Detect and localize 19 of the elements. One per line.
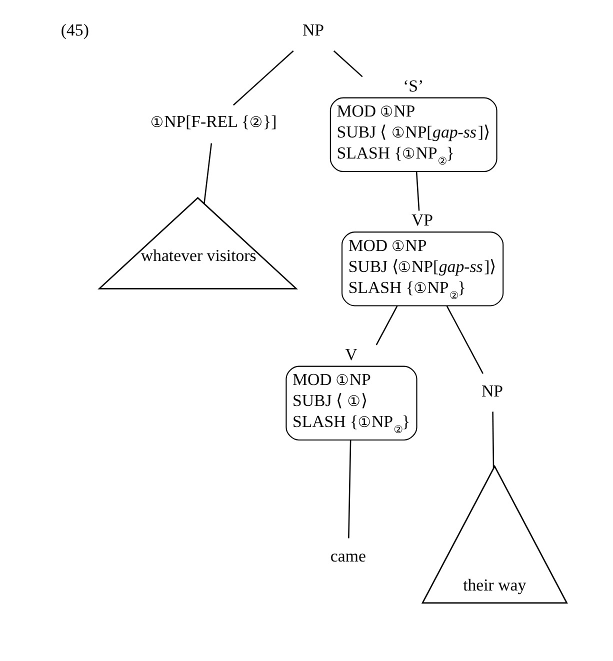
node-text: NP [302,20,324,40]
connector [446,306,483,374]
node-label: V [344,344,357,364]
node-box: MOD ①NP SUBJ ⟨ ①NP[gap-ss]⟩ SLASH {①NP$_{②}$} [329,97,497,172]
node-text: came [330,546,366,566]
node-label: VP [410,210,433,230]
connector [415,172,420,211]
node-text: NP [481,382,503,401]
connector [332,50,362,78]
label: (45) [60,20,88,40]
connector [492,412,494,468]
connector [375,306,398,346]
node-label: ‘S’ [402,76,424,96]
connector [232,50,294,106]
node-box: MOD ①NP SUBJ ⟨ ①⟩ SLASH {①NP$_{②}$} [285,366,417,441]
connector [203,143,212,204]
node-text: ①NP[F-REL {②}] [150,112,276,132]
connector [348,440,351,538]
node-box: MOD ①NP SUBJ ⟨①NP[gap-ss]⟩ SLASH {①NP$_{②}$} [340,232,504,306]
